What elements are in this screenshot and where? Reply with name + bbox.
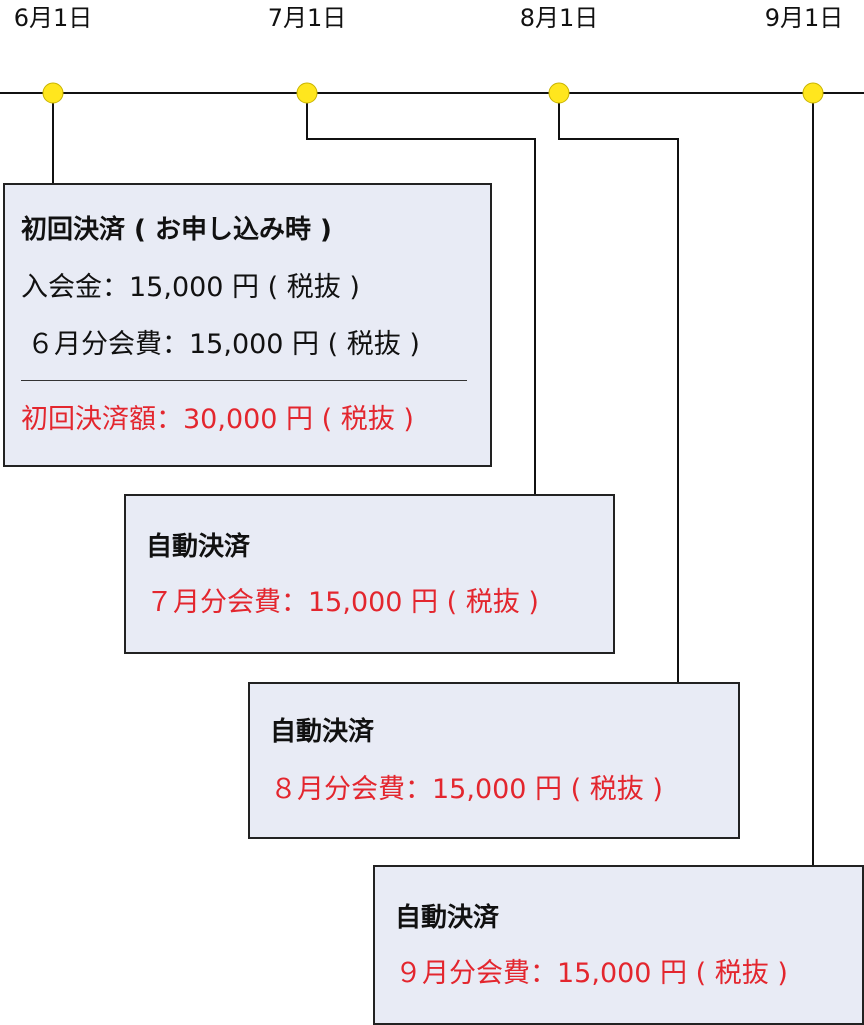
september-payment-box: 自動決済 ９月分会費：15,000 円 ( 税抜 ): [373, 865, 864, 1025]
august-payment-box: 自動決済 ８月分会費：15,000 円 ( 税抜 ): [248, 682, 740, 839]
entry-fee-line: 入会金：15,000 円 ( 税抜 ): [21, 272, 360, 303]
date-label-july: 7月1日: [267, 4, 347, 32]
july-fee-line: ７月分会費：15,000 円 ( 税抜 ): [146, 587, 539, 618]
july-payment-title: 自動決済: [146, 532, 251, 562]
connector-july: [306, 93, 536, 495]
initial-payment-title: 初回決済 ( お申し込み時 ): [21, 215, 332, 245]
date-label-september: 9月1日: [764, 4, 844, 32]
date-label-august: 8月1日: [519, 4, 599, 32]
august-payment-title: 自動決済: [270, 717, 375, 747]
initial-total-line: 初回決済額：30,000 円 ( 税抜 ): [21, 404, 414, 435]
september-payment-title: 自動決済: [395, 903, 500, 933]
date-marker-august: [548, 82, 570, 104]
june-fee-line: ６月分会費：15,000 円 ( 税抜 ): [27, 329, 420, 360]
july-payment-box: 自動決済 ７月分会費：15,000 円 ( 税抜 ): [124, 494, 615, 654]
total-divider: [21, 380, 467, 381]
initial-payment-box: 初回決済 ( お申し込み時 ) 入会金：15,000 円 ( 税抜 ) ６月分会…: [3, 183, 492, 467]
september-fee-line: ９月分会費：15,000 円 ( 税抜 ): [395, 958, 788, 989]
date-label-june: 6月1日: [13, 4, 93, 32]
august-fee-line: ８月分会費：15,000 円 ( 税抜 ): [270, 774, 663, 805]
date-marker-september: [802, 82, 824, 104]
date-marker-july: [296, 82, 318, 104]
connector-august: [558, 93, 679, 683]
date-marker-june: [42, 82, 64, 104]
